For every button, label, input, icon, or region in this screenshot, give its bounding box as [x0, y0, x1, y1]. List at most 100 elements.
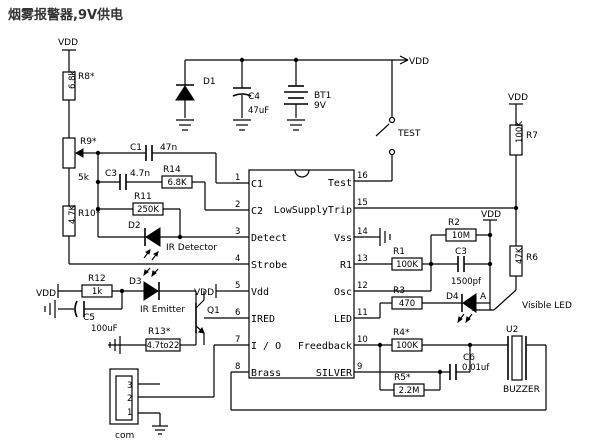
ic-pin-16-number: 16 [357, 171, 368, 181]
buzzer-drive: 100K R4* C6 0.01uf 2.2M R5* U2 BUZZER [374, 325, 547, 410]
r7-ref: R7 [526, 131, 538, 141]
ic-pin-6-name: IRED [251, 314, 275, 325]
resistor-r11-group: 250K R11 [95, 192, 183, 240]
c5-value: 100uF [91, 324, 118, 334]
diagram-title: 烟雾报警器,9V供电 [8, 8, 124, 23]
r8-value: 6.8k [68, 70, 78, 89]
bt1-ref: BT1 [314, 91, 331, 101]
vss-ground [374, 228, 391, 246]
ic-notch [294, 169, 310, 178]
r3-ref: R3 [393, 286, 405, 296]
d2-name: IR Detector [166, 243, 217, 253]
c4-ref: C4 [248, 92, 260, 102]
vdd-label-left: VDD [58, 38, 78, 48]
ic-pin-4-name: Strobe [251, 260, 287, 271]
c3-1500pf-value: 1500pf [451, 277, 482, 287]
connector-pin-1: 1 [127, 408, 132, 418]
vdd-label-r2: VDD [481, 210, 501, 220]
ic-pin-11-name: LED [334, 314, 352, 325]
oscillator-network: 100K R1 10M R2 VDD C3 1500pf [374, 210, 501, 310]
c1-value: 47n [160, 143, 177, 153]
ic-pin-5-name: Vdd [251, 287, 269, 298]
r7-value: 100K [515, 121, 525, 143]
ic-pin-14-number: 14 [357, 227, 368, 237]
q1-ref: Q1 [207, 306, 220, 316]
test-switch-label: TEST [397, 129, 421, 139]
ic-pin-2-name: C2 [251, 206, 263, 217]
d2-ref: D2 [128, 221, 141, 231]
ic-pin-4-number: 4 [235, 254, 240, 264]
connector-label: com [115, 431, 134, 441]
r11-value: 250K [137, 205, 159, 215]
ic-u1: 1 C1 2 C2 3 Detect 4 Strobe 5 Vdd 6 IRED… [231, 169, 374, 379]
d1-ref: D1 [203, 77, 216, 87]
capacitor-c1: C1 47n [98, 143, 231, 184]
r4-value: 100K [396, 341, 418, 351]
ic-pin-8-name: Brass [251, 368, 281, 379]
vdd-label-r12: VDD [36, 289, 56, 299]
ic-pin-12-name: Osc [334, 287, 352, 298]
ic-pin-10-number: 10 [357, 335, 368, 345]
sensor-bias-chain: VDD 6.8k R8* R9* 5k 4.7K R10* [58, 38, 231, 265]
capacitor-c3-and-r14: C3 4.7n 6.8K R14 [95, 153, 231, 237]
ic-body [248, 169, 355, 379]
connector-pin-2: 2 [127, 394, 132, 404]
visible-led-stage: 470 R3 D4 A Visible LED [374, 286, 572, 324]
ic-pin-15-number: 15 [357, 198, 368, 208]
ic-pin-1-name: C1 [251, 179, 263, 190]
ic-pin-1-number: 1 [235, 173, 240, 183]
diode-d4 [462, 293, 477, 313]
r5-ref: R5* [394, 373, 411, 383]
r9-value: 5k [78, 173, 90, 183]
r10-value: 4.7K [68, 204, 78, 224]
capacitor-c4: C4 47uF [232, 60, 269, 118]
r2-ref: R2 [448, 218, 460, 228]
ic-pin-7-name: I / O [251, 341, 281, 352]
ic-pin-13-number: 13 [357, 254, 368, 264]
ic-pin-15-name: LowSupplyTrip [274, 205, 352, 216]
r1-value: 100K [396, 260, 418, 270]
ir-detector-d2: D2 IR Detector [98, 221, 231, 261]
u2-ref: U2 [506, 325, 518, 335]
vdd-label-r7: VDD [508, 93, 528, 103]
battery-bt1: BT1 9V [284, 60, 331, 118]
ic-pin-5-number: 5 [235, 281, 240, 291]
ic-pin-7-number: 7 [235, 335, 240, 345]
r13-ref: R13* [148, 327, 171, 337]
r4-ref: R4* [393, 328, 410, 338]
buzzer-label: BUZZER [503, 385, 540, 395]
r13-value: 4.7to22 [147, 341, 180, 351]
ic-pin-11-number: 11 [357, 308, 368, 318]
vdd-label-top-right: VDD [409, 57, 429, 67]
r9-ref: R9* [80, 137, 97, 147]
connector-com: 3 2 1 com [109, 368, 139, 441]
vdd-label-pin5: VDD [194, 288, 214, 298]
ic-pin-3-number: 3 [235, 227, 240, 237]
r3-value: 470 [399, 299, 415, 309]
r6-ref: R6 [526, 253, 538, 263]
c4-value: 47uF [248, 106, 269, 116]
d4-ref: D4 [446, 292, 459, 302]
r2-value: 10M [452, 231, 470, 241]
ic-pin-8-number: 8 [235, 362, 240, 372]
r11-ref: R11 [134, 192, 152, 202]
ic-pin-2-number: 2 [235, 200, 240, 210]
ic-pin-13-name: R1 [340, 260, 352, 271]
r5-value: 2.2M [399, 386, 420, 396]
ic-pin-16-name: Test [328, 178, 352, 189]
ic-pin-9-name: SILVER [316, 368, 353, 379]
r12-ref: R12 [88, 274, 106, 284]
c6-ref: C6 [463, 353, 475, 363]
ground-symbols-power [176, 119, 305, 131]
c5-ref: C5 [83, 313, 95, 323]
bt1-value: 9V [314, 101, 327, 111]
diode-d1: D1 [175, 60, 216, 118]
c1-ref: C1 [130, 143, 142, 153]
r10-ref: R10* [78, 209, 101, 219]
d3-name: IR Emitter [140, 305, 185, 315]
r14-value: 6.8K [167, 178, 187, 188]
ic-pin-12-number: 12 [357, 281, 368, 291]
ic-pin-10-name: Freedback [298, 341, 352, 352]
c3-1500pf-ref: C3 [455, 247, 467, 257]
